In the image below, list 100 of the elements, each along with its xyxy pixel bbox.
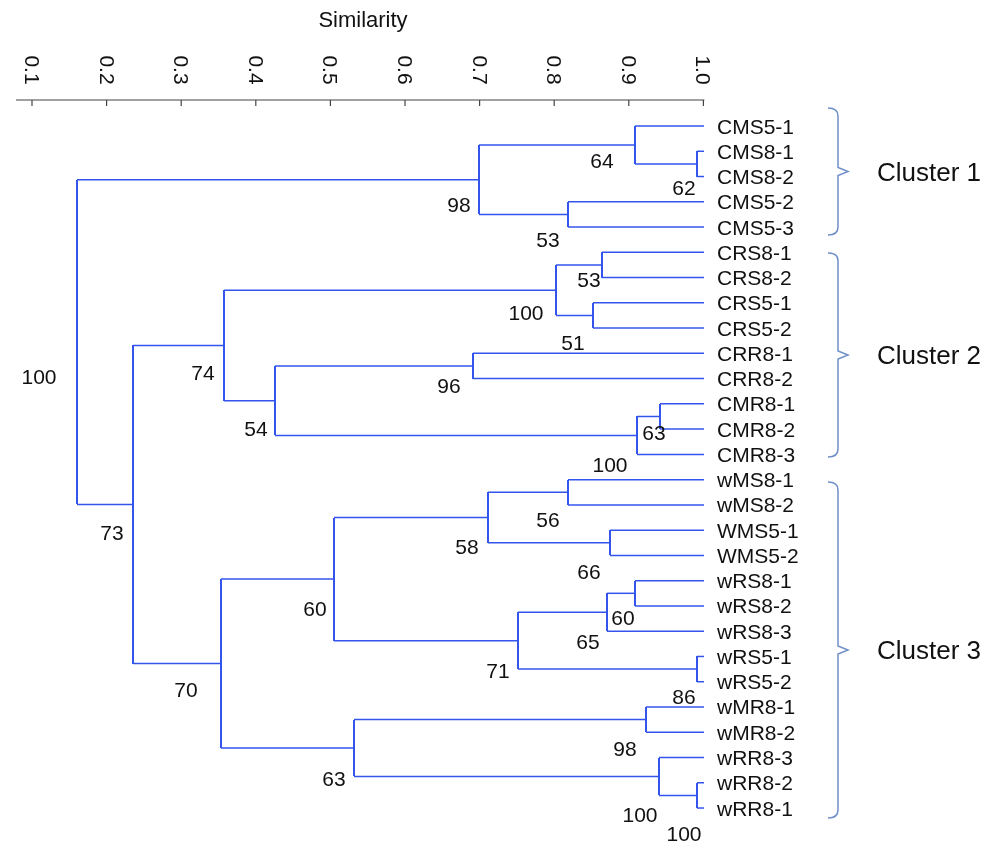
dendrogram-branch bbox=[555, 264, 603, 266]
dendrogram-branch bbox=[636, 415, 661, 418]
bootstrap-value: 74 bbox=[191, 362, 215, 384]
dendrogram-branch bbox=[659, 403, 705, 405]
sample-label: wMS8-1 bbox=[704, 467, 795, 493]
sample-label: wRR8-1 bbox=[704, 795, 793, 821]
dendrogram-branch bbox=[132, 662, 222, 665]
dendrogram-branch bbox=[634, 125, 705, 127]
bootstrap-value: 64 bbox=[590, 150, 614, 172]
dendrogram-branch bbox=[601, 251, 705, 254]
bootstrap-value: 100 bbox=[622, 804, 658, 826]
axis-title: Similarity bbox=[318, 7, 408, 33]
dendrogram-branch bbox=[478, 213, 569, 216]
dendrogram-branch bbox=[472, 352, 705, 355]
dendrogram-branch bbox=[567, 201, 705, 203]
bootstrap-value: 53 bbox=[536, 229, 560, 251]
sample-label: wMR8-1 bbox=[704, 694, 796, 720]
dendrogram-branch bbox=[220, 578, 335, 580]
dendrogram-branch bbox=[567, 504, 705, 506]
dendrogram-branch bbox=[658, 756, 705, 759]
bootstrap-value: 62 bbox=[672, 177, 696, 199]
dendrogram-branch bbox=[517, 611, 608, 613]
dendrogram-branch bbox=[634, 163, 698, 165]
bootstrap-value: 63 bbox=[322, 768, 346, 790]
axis-tick-label: 1.0 bbox=[692, 55, 715, 85]
bootstrap-value: 58 bbox=[455, 536, 479, 558]
dendrogram-branch bbox=[645, 731, 705, 733]
sample-label: CRS5-2 bbox=[704, 315, 792, 341]
sample-label: wRS5-2 bbox=[704, 669, 792, 695]
sample-label: wRR8-2 bbox=[704, 770, 793, 796]
dendrogram-branch bbox=[609, 529, 705, 531]
dendrogram-branch bbox=[517, 668, 698, 670]
bootstrap-value: 51 bbox=[561, 332, 585, 354]
sample-label: wRS5-1 bbox=[704, 643, 792, 669]
sample-label: CRS8-2 bbox=[704, 265, 792, 291]
dendrogram-branch bbox=[333, 516, 489, 519]
sample-label: CMS8-1 bbox=[704, 138, 795, 164]
bootstrap-value: 86 bbox=[672, 686, 696, 708]
dendrogram-branch bbox=[555, 314, 594, 317]
bootstrap-value: 65 bbox=[576, 631, 600, 653]
sample-label: CRS8-1 bbox=[704, 239, 792, 265]
dendrogram-branch bbox=[606, 630, 705, 632]
dendrogram-branch bbox=[274, 434, 638, 437]
cluster-label: Cluster 3 bbox=[877, 635, 982, 665]
sample-label: WMS5-1 bbox=[704, 517, 799, 543]
sample-label: wMR8-2 bbox=[704, 719, 796, 745]
dendrogram-branch bbox=[220, 747, 355, 749]
bootstrap-value: 60 bbox=[611, 607, 635, 629]
sample-label: CMS8-2 bbox=[704, 164, 795, 189]
dendrogram-branch bbox=[636, 453, 705, 456]
dendrogram-branch bbox=[274, 365, 474, 367]
dendrogram-branch bbox=[567, 478, 705, 481]
cluster-label: Cluster 2 bbox=[877, 340, 982, 370]
bootstrap-value: 66 bbox=[577, 561, 601, 583]
dendrogram-branch bbox=[634, 605, 705, 607]
sample-label: CMR8-2 bbox=[704, 416, 796, 442]
bootstrap-value: 60 bbox=[303, 598, 327, 620]
dendrogram-branch bbox=[645, 706, 705, 708]
sample-label: wRS8-1 bbox=[704, 568, 792, 594]
dendrogram-branch bbox=[333, 639, 519, 642]
axis-tick-label: 0.9 bbox=[617, 55, 640, 85]
dendrogram-branch bbox=[223, 289, 557, 291]
dendrogram-branch bbox=[658, 794, 698, 797]
dendrogram-branch bbox=[223, 399, 276, 402]
axis-tick-label: 0.3 bbox=[170, 55, 193, 85]
dendrogram-branch bbox=[634, 579, 705, 582]
bootstrap-value: 70 bbox=[174, 679, 198, 701]
sample-label: CMR8-1 bbox=[704, 391, 796, 417]
dendrogram-branch bbox=[76, 503, 134, 506]
axis-tick-label: 0.7 bbox=[468, 55, 491, 85]
sample-label: CRS5-1 bbox=[704, 290, 792, 316]
sample-label: CMS5-3 bbox=[704, 214, 795, 240]
dendrogram-branch bbox=[601, 276, 705, 279]
bootstrap-value: 100 bbox=[592, 454, 628, 476]
dendrogram-branch bbox=[696, 655, 705, 658]
bootstrap-value: 100 bbox=[508, 302, 544, 324]
dendrogram-branch bbox=[353, 718, 647, 721]
dendrogram-branch bbox=[696, 782, 705, 784]
dendrogram-branch bbox=[76, 178, 480, 181]
dendrogram-branch bbox=[696, 150, 705, 152]
bootstrap-value: 56 bbox=[536, 509, 560, 531]
dendrogram-branch bbox=[567, 226, 705, 228]
axis-tick-label: 0.1 bbox=[21, 55, 43, 85]
axis-tick-label: 0.4 bbox=[244, 55, 267, 85]
bootstrap-value: 98 bbox=[613, 738, 637, 760]
dendrogram-branch bbox=[353, 775, 660, 778]
dendrogram-branch bbox=[606, 592, 636, 595]
axis-tick-label: 0.6 bbox=[394, 55, 416, 85]
dendrogram-branch bbox=[592, 302, 705, 304]
dendrogram-branch bbox=[592, 327, 705, 329]
dendrogram-branch bbox=[659, 428, 705, 430]
sample-label: wMS8-2 bbox=[704, 492, 795, 518]
sample-label: WMS5-2 bbox=[704, 542, 799, 568]
dendrogram-branch bbox=[487, 542, 611, 544]
bootstrap-value: 63 bbox=[642, 422, 666, 444]
bootstrap-value: 54 bbox=[244, 418, 268, 440]
dendrogram-branch bbox=[472, 377, 705, 380]
dendrogram-branch bbox=[132, 344, 225, 347]
sample-label: CRR8-2 bbox=[704, 366, 793, 392]
bootstrap-value: 73 bbox=[100, 522, 124, 544]
